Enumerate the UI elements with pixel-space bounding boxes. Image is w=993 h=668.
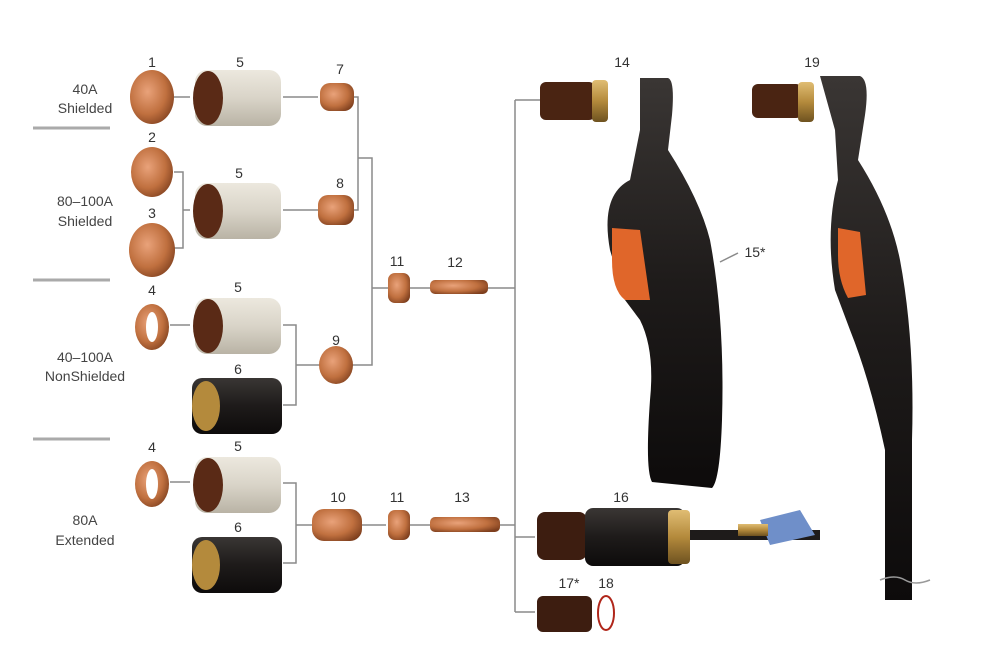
part-16-machine-torch-body [537,508,820,566]
part-number: 9 [332,332,340,348]
connector-lines [170,96,739,613]
group-40-100a-nonshielded: 40–100A NonShielded [45,349,125,384]
part-5-retaining-cup-ceramic [193,298,281,354]
part-17-retaining-cup [537,596,592,632]
group-80-100a-shielded: 80–100A Shielded [57,193,114,229]
part-number-labels: 1 5 7 2 5 8 3 11 12 4 5 9 6 4 5 10 11 13… [148,54,820,591]
part-number: 8 [336,175,344,191]
part-number: 11 [390,253,405,269]
part-4-deflector [135,461,169,507]
part-8-tip [318,195,354,225]
group-label: Shielded [58,100,113,116]
part-5-retaining-cup-ceramic [193,457,281,513]
part-13-electrode-extended [430,517,500,532]
part-9-tip [319,346,353,384]
part-number: 13 [454,489,470,505]
part-number: 5 [236,54,244,70]
part-4-deflector [135,304,169,350]
part-number: 3 [148,205,156,221]
part-6-retaining-cup-black [192,537,282,593]
part-number: 18 [598,575,614,591]
part-number: 5 [234,279,242,295]
group-label: 40–100A [57,349,114,365]
group-label: 80–100A [57,193,114,209]
part-5-retaining-cup-ceramic [193,70,281,126]
part-11-swirl-ring [388,273,410,303]
part-1-shield [130,70,174,124]
part-6-retaining-cup-black [192,378,282,434]
part-5-retaining-cup-ceramic [193,183,281,239]
part-number: 6 [234,519,242,535]
part-number: 11 [390,489,405,505]
group-80a-extended: 80A Extended [55,512,114,548]
part-number: 5 [235,165,243,181]
group-label: 80A [73,512,99,528]
group-label: Shielded [58,213,113,229]
part-number: 16 [613,489,629,505]
part-14-15-hand-torch [540,78,723,488]
part-2-shield [131,147,173,197]
part-number: 5 [234,438,242,454]
part-12-electrode [430,280,488,294]
part-number: 4 [148,439,156,455]
part-number: 10 [330,489,346,505]
part-7-tip [320,83,354,111]
group-label: 40A [73,81,99,97]
group-label: NonShielded [45,368,125,384]
part-number: 4 [148,282,156,298]
part-number: 1 [148,54,156,70]
part-18-o-ring [597,595,615,631]
part-number: 7 [336,61,344,77]
part-19-machine-hand-torch [752,76,931,600]
group-40a-shielded: 40A Shielded [58,81,113,116]
part-10-tip-extended [312,509,362,541]
part-number: 6 [234,361,242,377]
part-number: 17* [558,575,580,591]
part-number: 12 [447,254,463,270]
part-number: 14 [614,54,630,70]
part-3-shield [129,223,175,277]
part-number: 15* [744,244,766,260]
group-label: Extended [55,532,114,548]
part-11-swirl-ring [388,510,410,540]
part-number: 2 [148,129,156,145]
part-number: 19 [804,54,820,70]
